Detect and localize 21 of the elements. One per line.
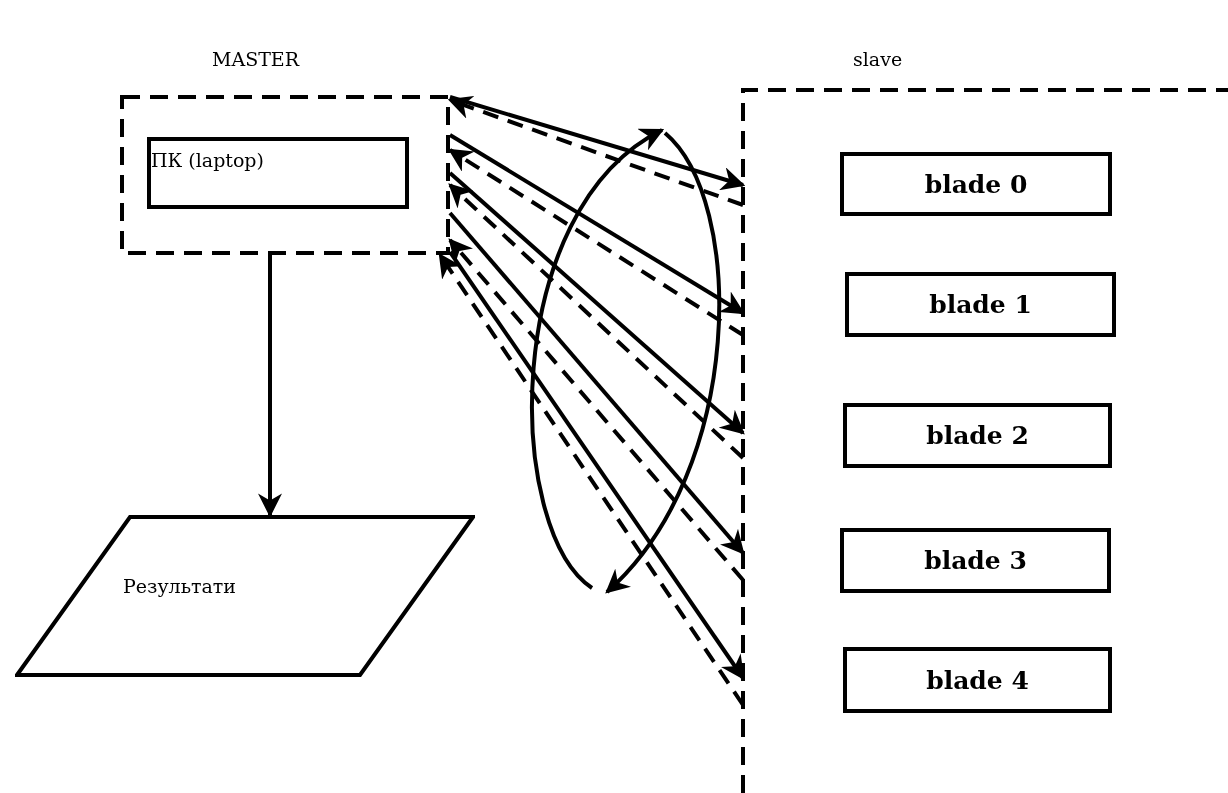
heading-label: MASTER [212, 48, 300, 70]
blade-box [845, 272, 1116, 337]
arrow [447, 96, 744, 207]
blade-box [840, 528, 1111, 593]
dashed-region [741, 88, 1228, 793]
blade-box [843, 647, 1112, 713]
blade-label: blade 4 [926, 665, 1029, 695]
arrow [449, 95, 746, 191]
blade-label: blade 2 [926, 421, 1029, 450]
output-parallelogram [15, 515, 475, 677]
blade-label: blade 1 [929, 290, 1032, 319]
node-label: ПК (laptop) [151, 149, 264, 171]
output-label: Результати [122, 575, 236, 597]
arrow [258, 255, 282, 518]
blade-label: blade 0 [924, 169, 1028, 199]
blade-label: blade 3 [924, 546, 1027, 575]
heading-label: slave [853, 48, 903, 70]
blade-box [843, 403, 1112, 468]
blade-box [840, 152, 1112, 216]
computer-box [147, 137, 409, 209]
dashed-group-box [120, 95, 450, 255]
